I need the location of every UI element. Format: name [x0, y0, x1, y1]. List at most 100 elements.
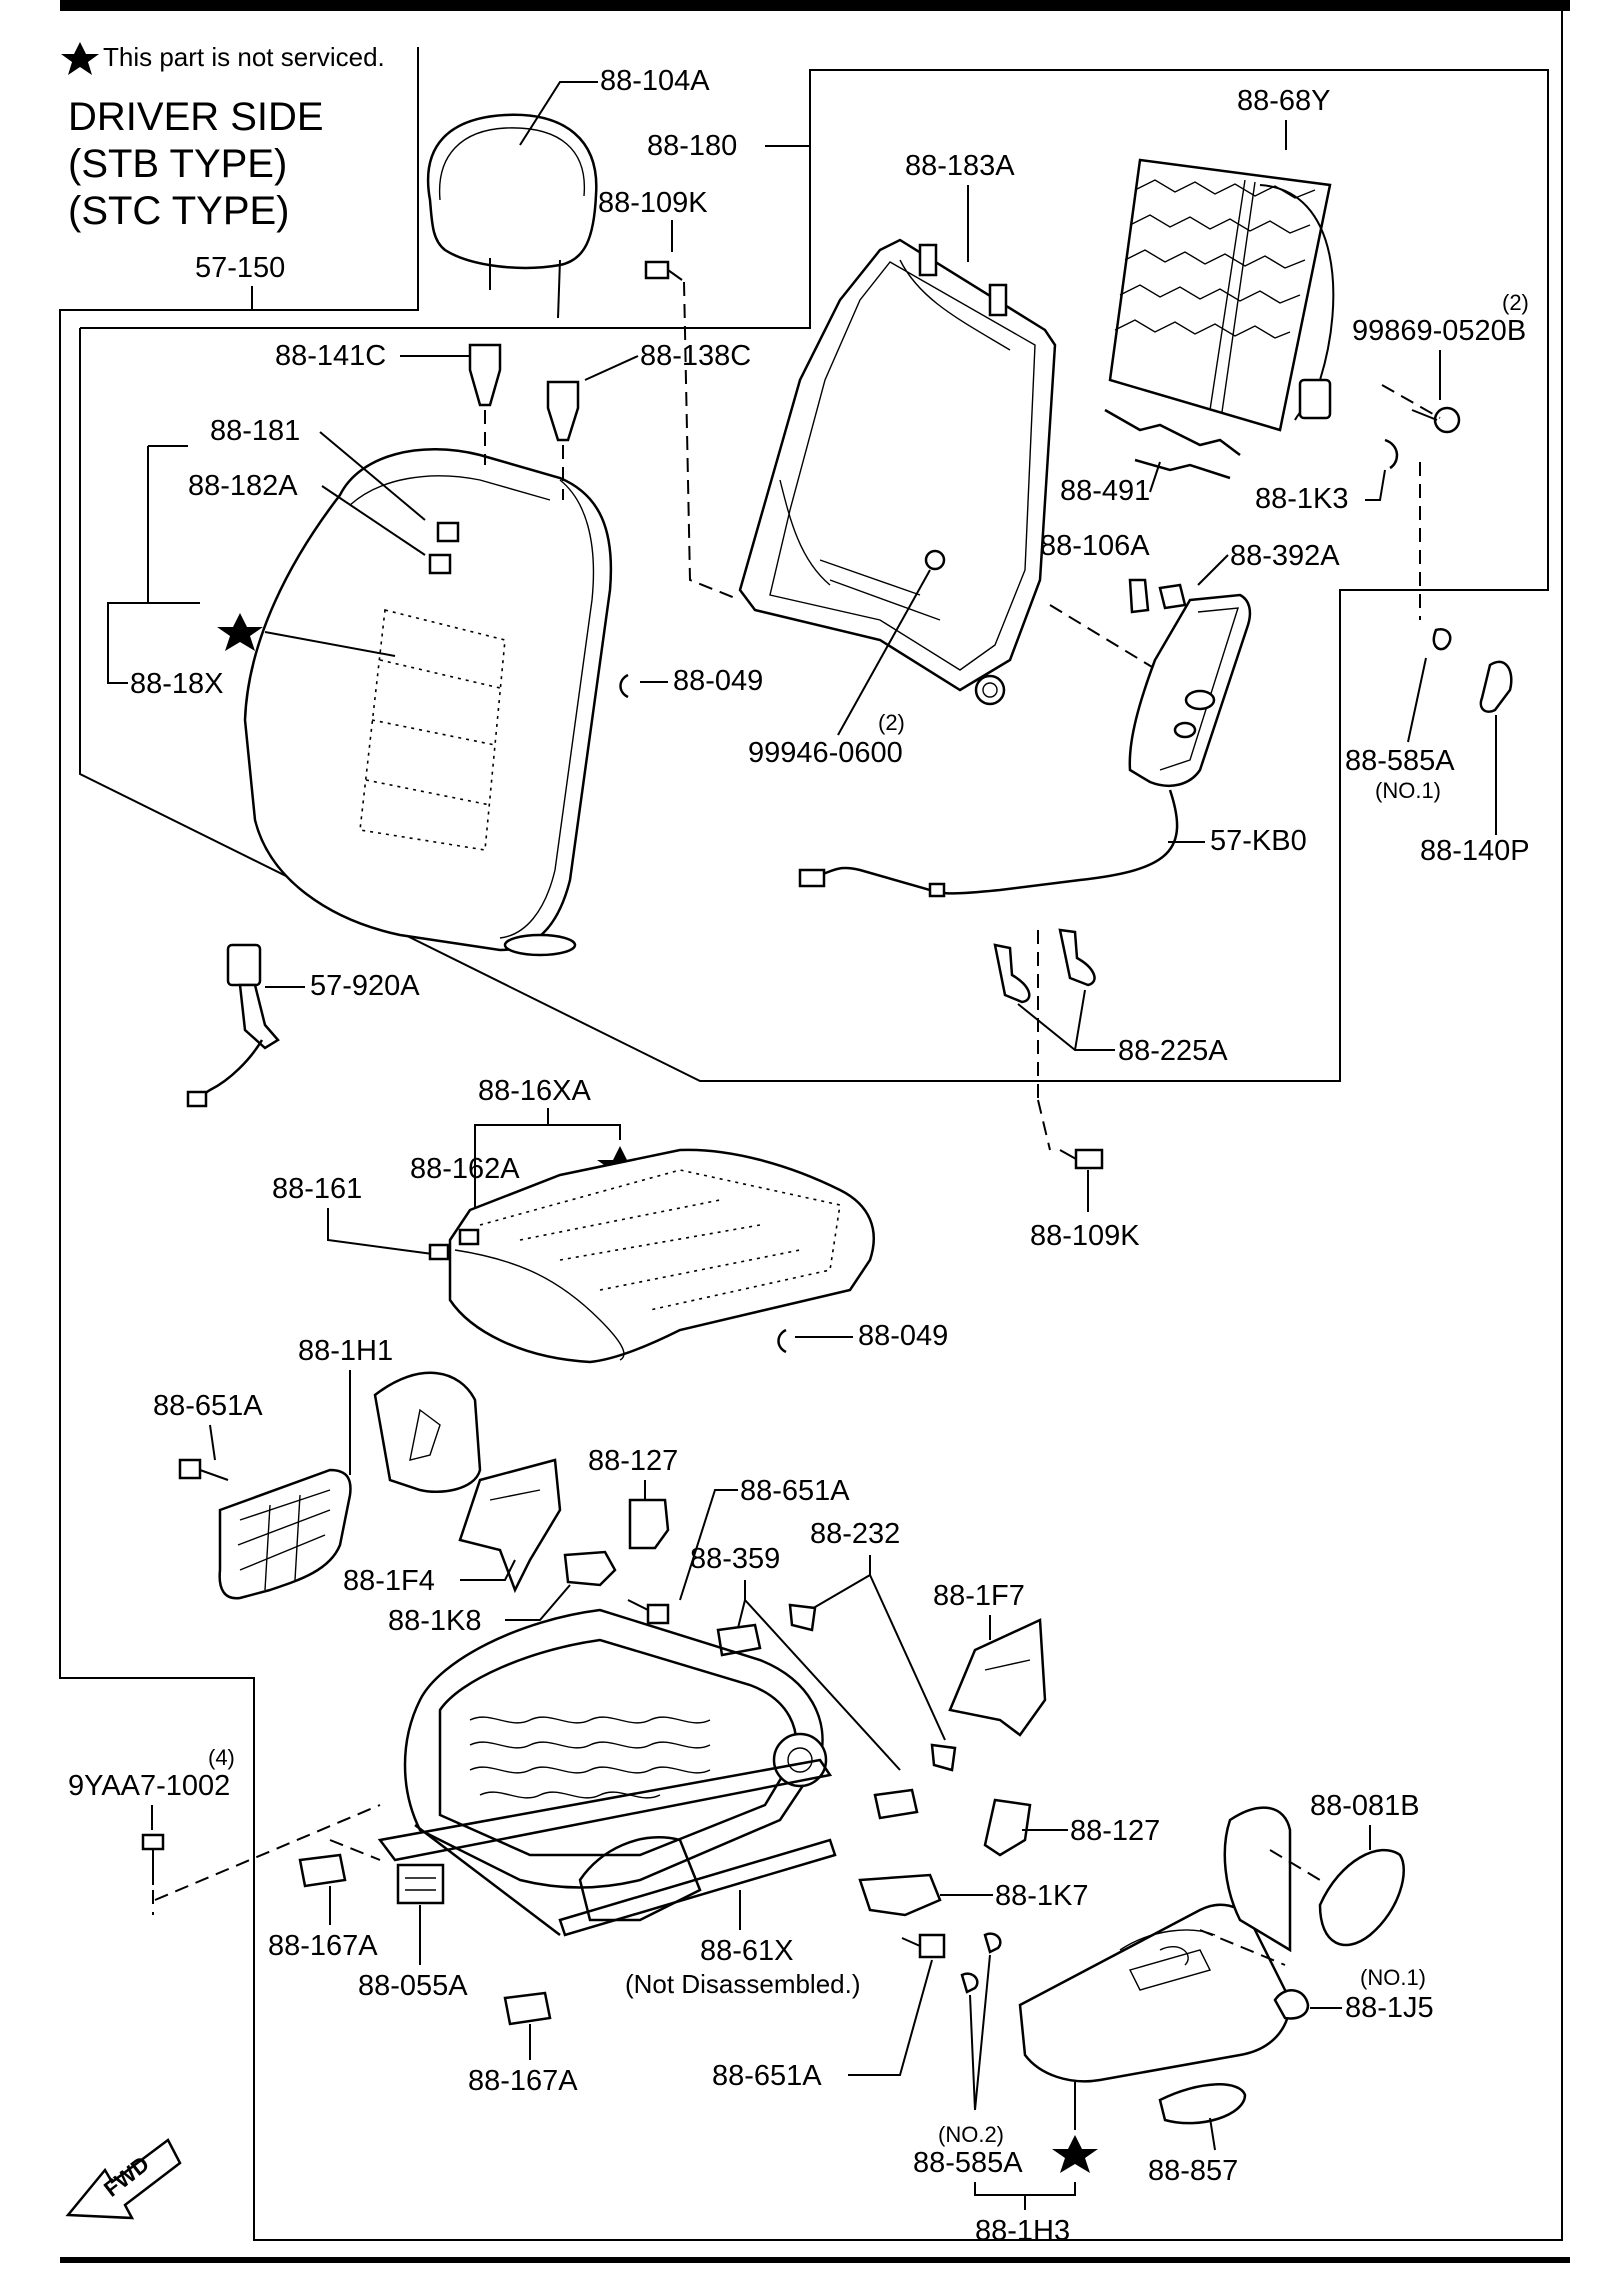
qty-99869: (2)	[1502, 290, 1529, 315]
clip-88-392A	[1158, 583, 1187, 610]
label-88-491: 88-491	[1060, 475, 1150, 507]
outer-assembly-frame	[59, 11, 1563, 2241]
label-88-585A-top: 88-585A	[1345, 745, 1455, 777]
label-88-585A-bottom: 88-585A	[913, 2147, 1023, 2179]
harness-57-KB0	[798, 789, 1179, 898]
trim-88-1F4	[458, 1458, 562, 1594]
label-88-392A: 88-392A	[1230, 540, 1340, 572]
buckle-57-920A	[186, 943, 280, 1108]
label-99946-0600: 99946-0600	[748, 737, 903, 769]
bolt-88-109K-mid	[1059, 1148, 1104, 1170]
clip-88-585A-bottom-b	[960, 1972, 979, 1994]
label-88-1H3: 88-1H3	[975, 2215, 1070, 2247]
back-side-panel	[1128, 593, 1252, 787]
qty-99946: (2)	[878, 710, 905, 735]
title-line-2: (STB TYPE)	[68, 142, 287, 186]
pad-88-359-b	[873, 1788, 919, 1820]
clip-88-1K3	[1384, 438, 1399, 470]
label-88-16XA: 88-16XA	[478, 1075, 592, 1107]
label-88-109K-mid: 88-109K	[1030, 1220, 1140, 1252]
label-88-651A-a: 88-651A	[153, 1390, 263, 1422]
bolt-88-109K-top	[644, 260, 683, 281]
label-88-161: 88-161	[272, 1173, 362, 1205]
label-88-181: 88-181	[210, 415, 300, 447]
label-88-049-mid: 88-049	[858, 1320, 948, 1352]
label-88-225A: 88-225A	[1118, 1035, 1228, 1067]
label-88-167A-a: 88-167A	[268, 1930, 378, 1962]
fwd-arrow-icon: FWD	[65, 2138, 182, 2220]
label-88-1F7: 88-1F7	[933, 1580, 1025, 1612]
star-icon	[61, 42, 99, 75]
pad-88-359-a	[716, 1623, 762, 1657]
label-88-1K7: 88-1K7	[995, 1880, 1089, 1912]
label-88-109K-top: 88-109K	[598, 187, 708, 219]
clip-88-232-a	[788, 1603, 817, 1632]
label-57-920A: 57-920A	[310, 970, 420, 1002]
bolt-9YAA7-1002	[141, 1833, 165, 1885]
label-88-1H1: 88-1H1	[298, 1335, 393, 1367]
clip-88-225A-a	[993, 943, 1031, 1004]
clip-88-106A	[1128, 578, 1150, 614]
clip-88-127-a	[628, 1498, 670, 1550]
label-88-1F4: 88-1F4	[343, 1565, 435, 1597]
cover-88-167A-b	[503, 1991, 552, 2026]
label-88-1K3: 88-1K3	[1255, 483, 1349, 515]
label-88-106A: 88-106A	[1040, 530, 1150, 562]
label-88-104A: 88-104A	[600, 65, 710, 97]
lever-88-140P	[1479, 660, 1513, 713]
label-88-127-a: 88-127	[588, 1445, 678, 1477]
label-88-232: 88-232	[810, 1518, 900, 1550]
label-88-182A: 88-182A	[188, 470, 298, 502]
seat-frame-88-61X	[377, 1608, 837, 1937]
legend: This part is not serviced.	[61, 42, 385, 75]
label-88-162A: 88-162A	[410, 1153, 520, 1185]
note-no2: (NO.2)	[938, 2122, 1004, 2147]
label-57-150: 57-150	[195, 252, 285, 284]
guide-88-141C	[468, 343, 502, 407]
guide-88-138C	[546, 380, 580, 442]
label-88-68Y: 88-68Y	[1237, 85, 1331, 117]
label-88-180: 88-180	[647, 130, 737, 162]
label-88-138C: 88-138C	[640, 340, 751, 372]
label-88-140P: 88-140P	[1420, 835, 1530, 867]
bracket-88-1K8	[563, 1550, 617, 1587]
bracket-88-1K7	[858, 1873, 942, 1917]
hog-ring-88-049-mid	[777, 1328, 787, 1354]
label-88-651A-c: 88-651A	[712, 2060, 822, 2092]
label-88-359: 88-359	[690, 1543, 780, 1575]
top-border-bar	[60, 0, 1570, 11]
clip-88-585A-bottom-a	[983, 1932, 1002, 1954]
label-88-857: 88-857	[1148, 2155, 1238, 2187]
outer-shield-88-1H3	[1018, 1806, 1292, 2130]
bottom-border-bar	[60, 2257, 1570, 2263]
label-88-127-b: 88-127	[1070, 1815, 1160, 1847]
label-88-651A-b: 88-651A	[740, 1475, 850, 1507]
label-88-183A: 88-183A	[905, 150, 1015, 182]
screw-88-651A-a	[178, 1458, 229, 1481]
label-88-61X: 88-61X	[700, 1935, 794, 1967]
label-88-141C: 88-141C	[275, 340, 386, 372]
clip-88-232-b	[930, 1743, 957, 1772]
clip-88-127-b	[983, 1798, 1032, 1857]
label-88-1K8: 88-1K8	[388, 1605, 482, 1637]
label-57-KB0: 57-KB0	[1210, 825, 1307, 857]
hog-ring-88-049-top	[619, 673, 629, 699]
screw-99869-0520B	[1411, 406, 1461, 434]
label-88-081B: 88-081B	[1310, 1790, 1420, 1822]
label-88-055A: 88-055A	[358, 1970, 468, 2002]
cushion-pad-88-16XA	[428, 1148, 875, 1364]
spring-mat-88-68Y	[1108, 158, 1335, 432]
trim-88-1F7	[948, 1618, 1047, 1737]
note-no1-top: (NO.1)	[1375, 778, 1441, 803]
title-line-1: DRIVER SIDE	[68, 95, 324, 139]
star-icon-88-18X	[217, 613, 263, 651]
knob-88-1J5	[1273, 1989, 1310, 2020]
star-icon-88-1H3	[1052, 2135, 1098, 2173]
clip-88-225A-b	[1058, 928, 1096, 987]
clip-88-585A-top	[1432, 628, 1452, 651]
qty-9YAA7: (4)	[208, 1745, 235, 1770]
title-line-3: (STC TYPE)	[68, 189, 290, 233]
cover-88-167A-a	[298, 1853, 347, 1888]
label-88-1J5: 88-1J5	[1345, 1992, 1434, 2024]
